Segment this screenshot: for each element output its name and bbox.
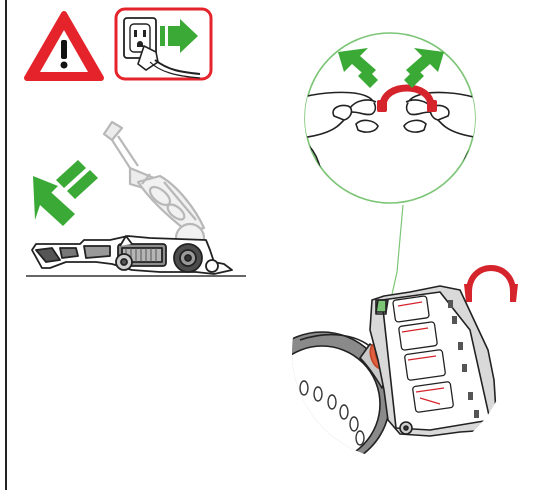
unplug-power-icon xyxy=(116,9,211,79)
zoom-detail-circle xyxy=(300,33,482,203)
warning-triangle-icon xyxy=(27,14,101,78)
cleaner-head-underside xyxy=(254,286,500,468)
tilt-back-arrows-icon xyxy=(33,160,98,226)
cleaner-head-illustration xyxy=(26,236,246,276)
red-clip-icon xyxy=(464,268,518,302)
vacuum-cleaner-illustration xyxy=(104,122,204,252)
